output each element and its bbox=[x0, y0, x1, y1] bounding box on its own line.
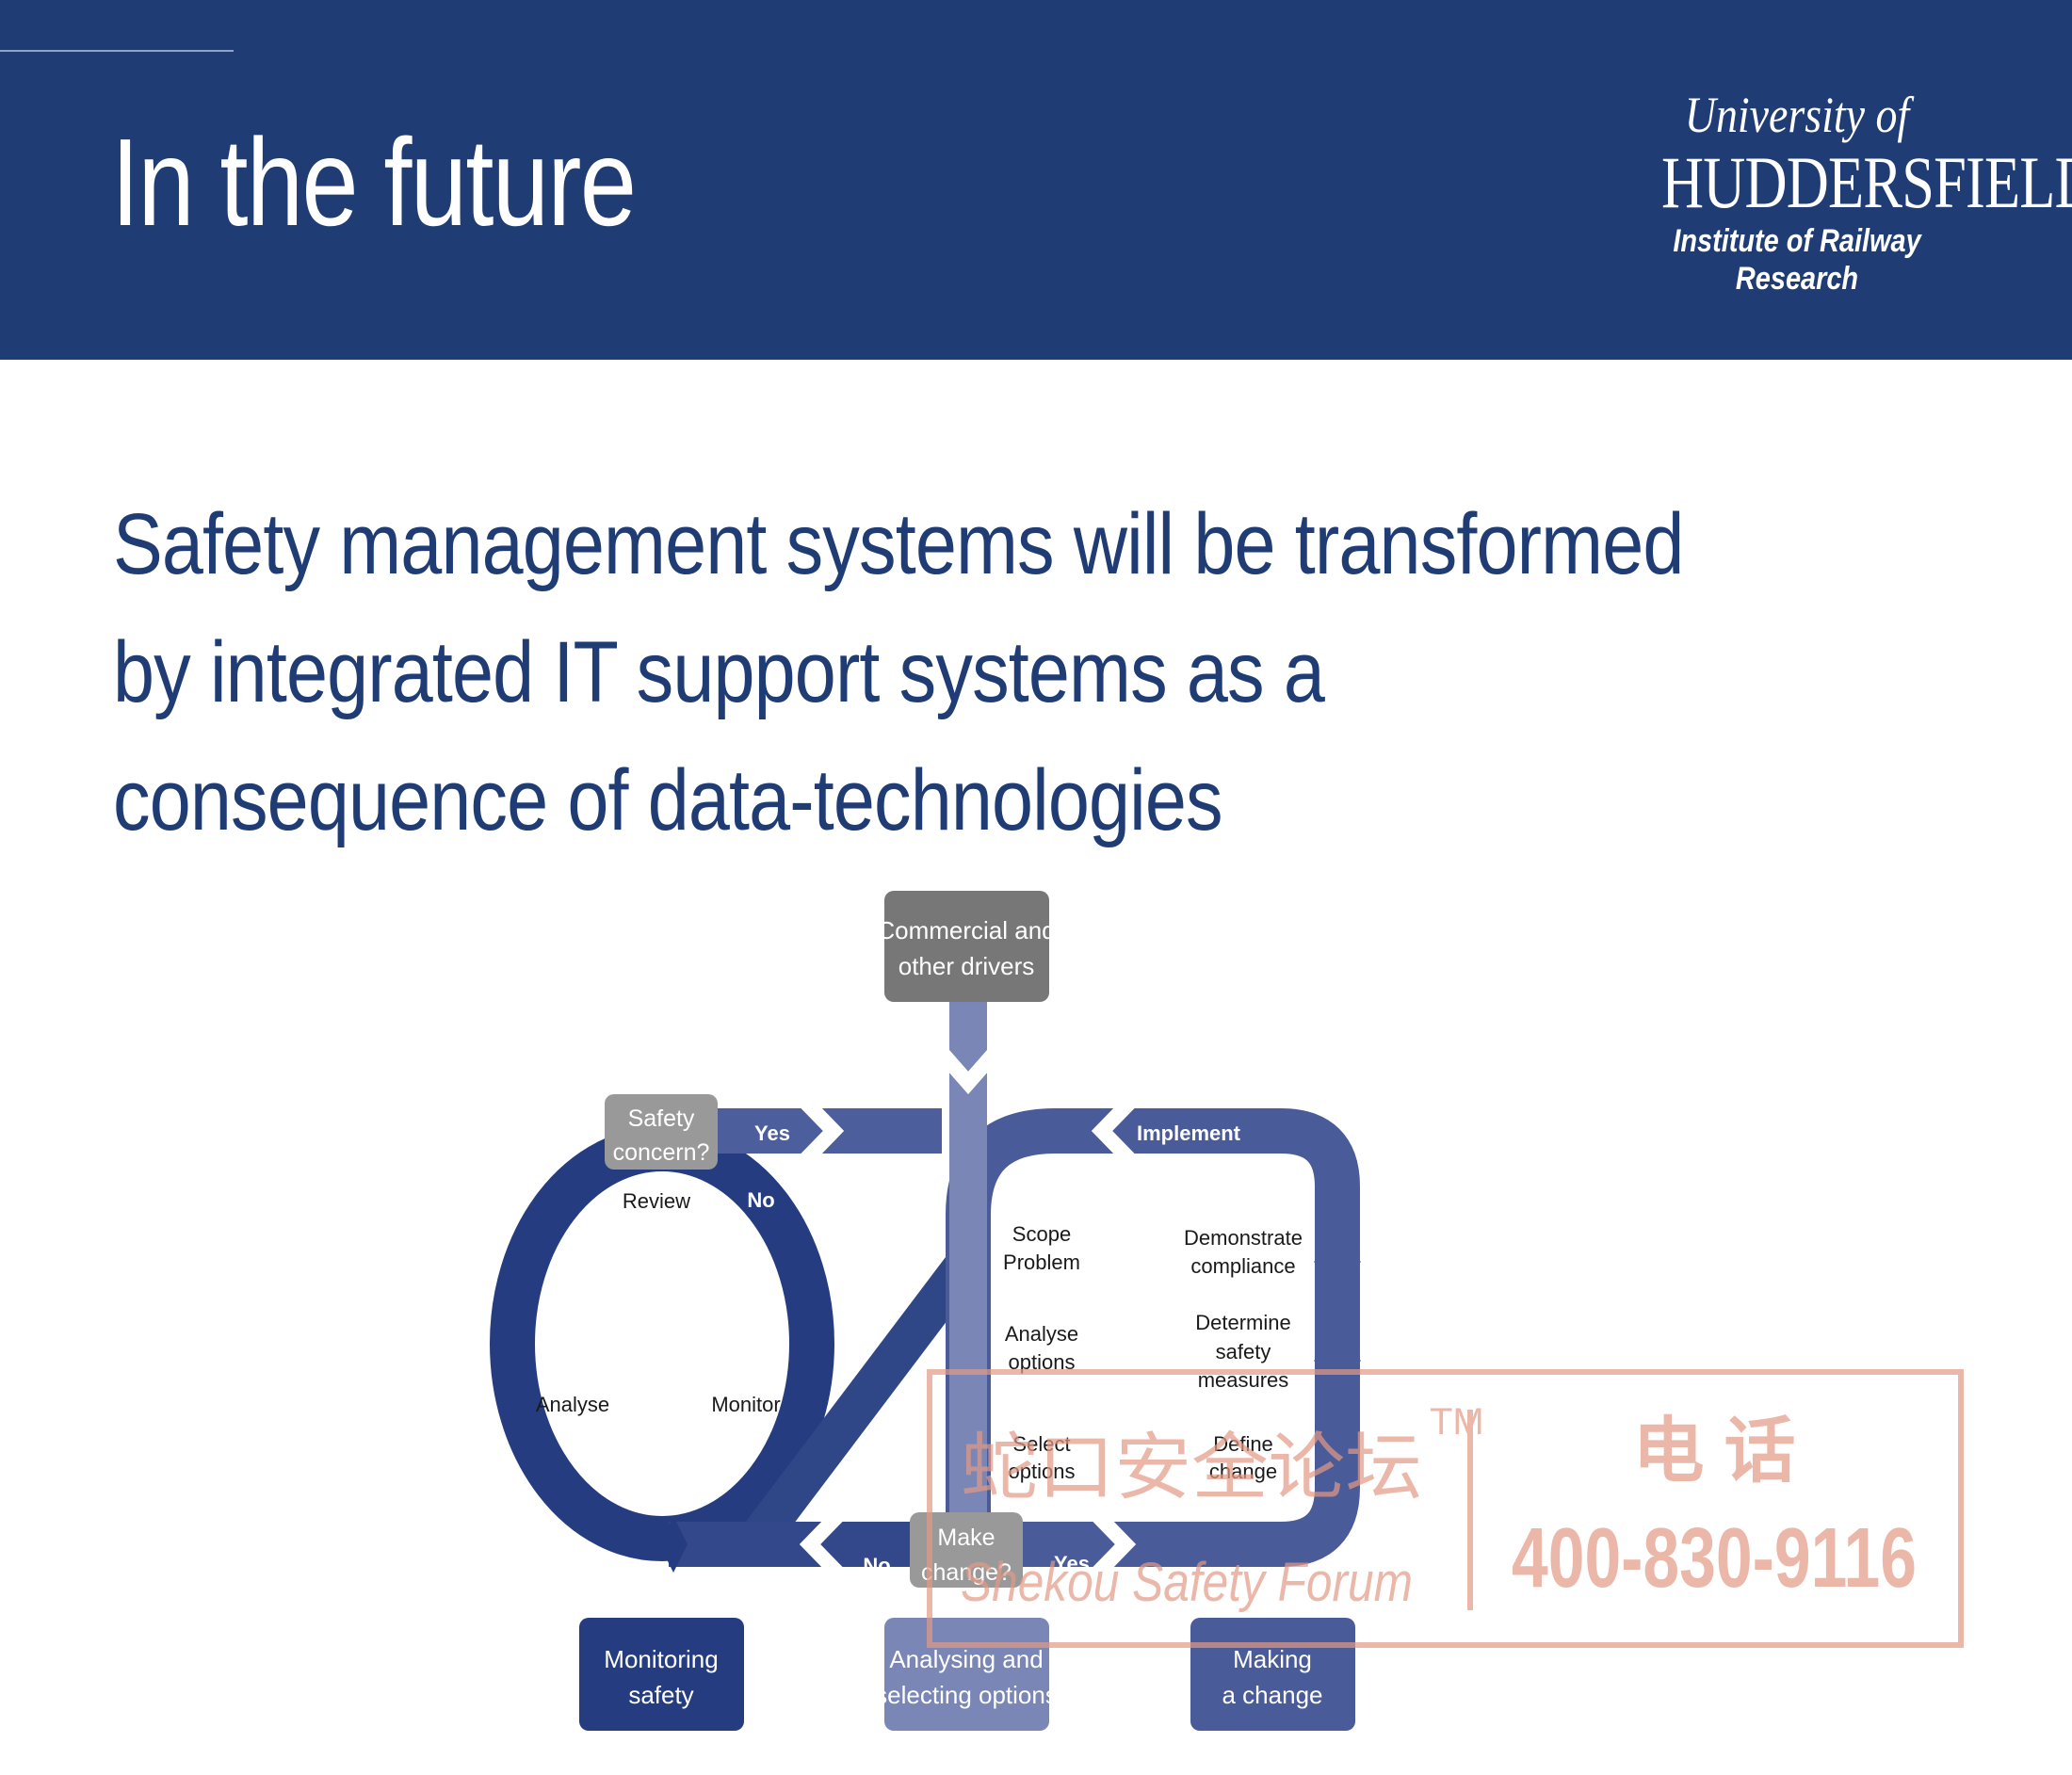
label-scope-line1: Scope bbox=[1012, 1222, 1071, 1246]
box-making-line2: a change bbox=[1222, 1681, 1323, 1709]
chevron-no-bottom bbox=[799, 1505, 849, 1584]
watermark-cn-name: 蛇口安全论坛 bbox=[961, 1426, 1422, 1509]
make-change-line2: change? bbox=[921, 1559, 1012, 1586]
watermark-frame bbox=[927, 1369, 1964, 1648]
box-monitoring-line2: safety bbox=[628, 1681, 693, 1709]
body-statement: Safety management systems will be transf… bbox=[113, 496, 1684, 848]
label-no-review: No bbox=[747, 1188, 774, 1212]
watermark-phone: 400-830-9116 bbox=[1512, 1511, 1917, 1606]
box-making-line1: Making bbox=[1233, 1645, 1312, 1673]
label-monitor: Monitor bbox=[711, 1393, 780, 1416]
drivers-box-line1: Commercial and bbox=[877, 916, 1055, 944]
slide-title: In the future bbox=[111, 113, 637, 251]
label-determine-line1: Determine bbox=[1195, 1311, 1290, 1334]
drivers-box bbox=[884, 891, 1049, 1002]
watermark-phone-label: 电 话 bbox=[1632, 1412, 1795, 1492]
make-change-box bbox=[910, 1512, 1023, 1588]
label-select-options-line1: Select bbox=[1012, 1432, 1070, 1456]
chevron-yes-top bbox=[795, 1091, 845, 1170]
logo-line-institute: Institute of Railway Research bbox=[1673, 223, 1921, 297]
watermark-tm: TM bbox=[1430, 1401, 1484, 1443]
label-define-line2: change bbox=[1209, 1460, 1277, 1483]
label-demonstrate-line1: Demonstrate bbox=[1184, 1226, 1303, 1250]
safety-concern-box bbox=[605, 1094, 718, 1170]
label-implement: Implement bbox=[1137, 1121, 1241, 1145]
marker-bottom bbox=[659, 1516, 688, 1573]
header-accent-line bbox=[0, 50, 234, 52]
label-review: Review bbox=[623, 1189, 690, 1213]
marker-right-loop-1 bbox=[1314, 1238, 1361, 1285]
logo-line-university-of: University of bbox=[1684, 87, 1910, 143]
label-select-options-line2: options bbox=[1009, 1460, 1076, 1483]
box-monitoring-line1: Monitoring bbox=[604, 1645, 718, 1673]
chevron-drivers bbox=[935, 1047, 1001, 1095]
header-banner: In the future University of HUDDERSFIELD… bbox=[0, 0, 2072, 360]
diagonal-link bbox=[737, 1248, 984, 1557]
safety-concern-line1: Safety bbox=[628, 1105, 695, 1132]
label-define-line1: Define bbox=[1213, 1432, 1273, 1456]
safety-concern-line2: concern? bbox=[613, 1139, 710, 1166]
box-monitoring-safety bbox=[579, 1618, 744, 1731]
watermark-en-name: Shekou Safety Forum bbox=[961, 1552, 1413, 1613]
marker-left-loop bbox=[499, 1252, 527, 1299]
drivers-box-line2: other drivers bbox=[898, 952, 1035, 980]
label-yes-bottom: Yes bbox=[1054, 1552, 1090, 1575]
label-scope-line2: Problem bbox=[1003, 1251, 1080, 1274]
label-analyse-options-line1: Analyse bbox=[1005, 1322, 1078, 1346]
box-analysing-line2: selecting options bbox=[875, 1681, 1058, 1709]
box-analysing-line1: Analysing and bbox=[889, 1645, 1043, 1673]
label-no-bottom: No bbox=[863, 1554, 890, 1577]
label-analyse: Analyse bbox=[536, 1393, 609, 1416]
label-demonstrate-line2: compliance bbox=[1190, 1254, 1295, 1278]
chevron-implement bbox=[1091, 1091, 1141, 1170]
label-yes-top: Yes bbox=[754, 1121, 790, 1145]
chevron-yes-bottom bbox=[1087, 1505, 1137, 1584]
label-determine-line2: safety bbox=[1216, 1340, 1271, 1364]
make-change-line1: Make bbox=[937, 1525, 995, 1551]
